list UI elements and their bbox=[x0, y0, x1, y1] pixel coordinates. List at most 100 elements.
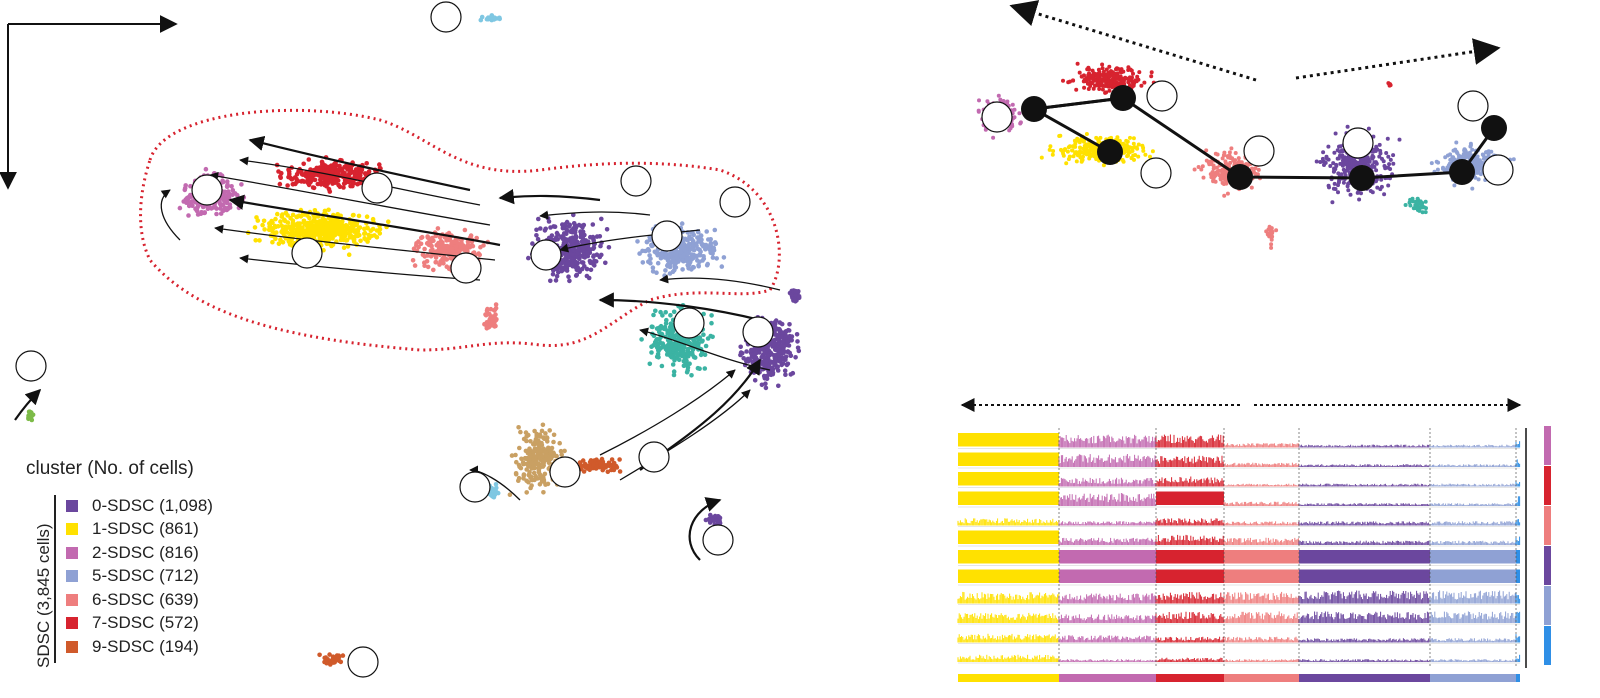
cluster-node-icon bbox=[291, 237, 323, 269]
cell-dot bbox=[1236, 156, 1241, 161]
cell-dot bbox=[610, 464, 616, 469]
cell-dot bbox=[587, 463, 592, 469]
cell-dot bbox=[773, 332, 778, 337]
cell-dot bbox=[273, 236, 278, 242]
cell-dot bbox=[255, 218, 261, 223]
cell-dot bbox=[1266, 227, 1271, 232]
cell-dot bbox=[1201, 175, 1206, 180]
cell-dot bbox=[536, 216, 541, 222]
cell-dot bbox=[1341, 180, 1346, 185]
cell-dot bbox=[1359, 191, 1363, 196]
cell-dot bbox=[434, 249, 439, 254]
cell-dot bbox=[685, 368, 690, 373]
cell-dot bbox=[703, 343, 709, 349]
cell-dot bbox=[425, 234, 430, 239]
cell-dot bbox=[783, 357, 788, 363]
cell-dot bbox=[1141, 145, 1146, 150]
cell-dot bbox=[559, 452, 564, 458]
cell-dot bbox=[457, 241, 463, 247]
cell-dot bbox=[569, 257, 574, 263]
cell-dot bbox=[330, 242, 336, 248]
cell-dot bbox=[325, 181, 331, 186]
cell-dot bbox=[1150, 149, 1155, 154]
cell-dot bbox=[1107, 88, 1112, 93]
cell-dot bbox=[671, 347, 676, 353]
cell-dot bbox=[682, 345, 687, 350]
cell-dot bbox=[493, 482, 499, 487]
cell-dot bbox=[668, 332, 674, 338]
cell-dot bbox=[639, 337, 644, 342]
dot-cluster bbox=[482, 302, 499, 331]
cell-dot bbox=[484, 16, 490, 22]
cluster-node-icon bbox=[530, 239, 562, 271]
cell-dot bbox=[668, 313, 673, 318]
cluster-node-icon bbox=[673, 307, 705, 339]
cell-dot bbox=[295, 221, 301, 226]
cell-dot bbox=[533, 473, 538, 479]
cell-dot bbox=[1434, 159, 1439, 164]
cell-dot bbox=[779, 321, 785, 327]
dot-cluster bbox=[507, 422, 567, 498]
cell-dot bbox=[702, 352, 708, 358]
cell-dot bbox=[292, 175, 298, 180]
cell-dot bbox=[260, 222, 265, 228]
cell-dot bbox=[278, 219, 283, 224]
cell-dot bbox=[1131, 71, 1135, 76]
cell-dot bbox=[1415, 196, 1420, 201]
cell-dot bbox=[605, 469, 611, 475]
cell-dot bbox=[429, 243, 434, 249]
cell-dot bbox=[1480, 152, 1485, 157]
cell-dot bbox=[1331, 186, 1336, 191]
cell-dot bbox=[529, 460, 534, 466]
cell-dot bbox=[771, 341, 777, 347]
cell-dot bbox=[1375, 185, 1380, 190]
cell-dot bbox=[998, 97, 1003, 102]
cell-dot bbox=[1222, 193, 1227, 198]
cell-dot bbox=[1388, 167, 1393, 171]
cell-dot bbox=[1370, 153, 1375, 158]
cell-dot bbox=[1478, 166, 1483, 171]
trajectory-node bbox=[1021, 96, 1047, 122]
cell-dot bbox=[351, 223, 357, 228]
cell-dot bbox=[226, 205, 231, 210]
cell-dot bbox=[650, 269, 656, 274]
cell-dot bbox=[1454, 140, 1459, 145]
cell-dot bbox=[1366, 126, 1371, 131]
cell-dot bbox=[442, 247, 447, 253]
cell-dot bbox=[703, 517, 709, 523]
cell-dot bbox=[1121, 79, 1126, 84]
cell-dot bbox=[282, 217, 287, 222]
cell-dot bbox=[1468, 143, 1473, 148]
cell-dot bbox=[559, 268, 564, 274]
cell-dot bbox=[526, 432, 531, 438]
lineage-boundary bbox=[139, 108, 781, 352]
heatmap-spikes bbox=[1515, 441, 1521, 448]
cell-dot bbox=[1085, 67, 1090, 72]
cell-dot bbox=[1429, 161, 1434, 166]
cell-dot bbox=[1081, 146, 1086, 151]
cluster-node-icon bbox=[651, 220, 683, 252]
cell-dot bbox=[497, 15, 502, 21]
cell-dot bbox=[462, 247, 468, 253]
axis-arrows-icon bbox=[0, 15, 178, 190]
cell-dot bbox=[1435, 167, 1440, 172]
dot-cluster bbox=[577, 456, 623, 475]
cell-dot bbox=[684, 256, 689, 262]
cell-dot bbox=[590, 246, 596, 251]
cell-dot bbox=[419, 234, 425, 240]
cell-dot bbox=[486, 311, 491, 317]
cell-dot bbox=[319, 175, 324, 181]
cell-dot bbox=[710, 517, 715, 523]
cell-dot bbox=[681, 351, 686, 356]
cell-dot bbox=[1058, 133, 1063, 138]
cell-dot bbox=[428, 248, 434, 253]
trajectory-node bbox=[1110, 85, 1136, 111]
cell-dot bbox=[446, 237, 451, 243]
cell-dot bbox=[1332, 150, 1337, 155]
cell-dot bbox=[680, 267, 685, 272]
cell-dot bbox=[570, 238, 576, 244]
cell-dot bbox=[1332, 168, 1337, 173]
cell-dot bbox=[1100, 62, 1105, 67]
cell-dot bbox=[308, 227, 314, 233]
cell-dot bbox=[562, 241, 568, 247]
